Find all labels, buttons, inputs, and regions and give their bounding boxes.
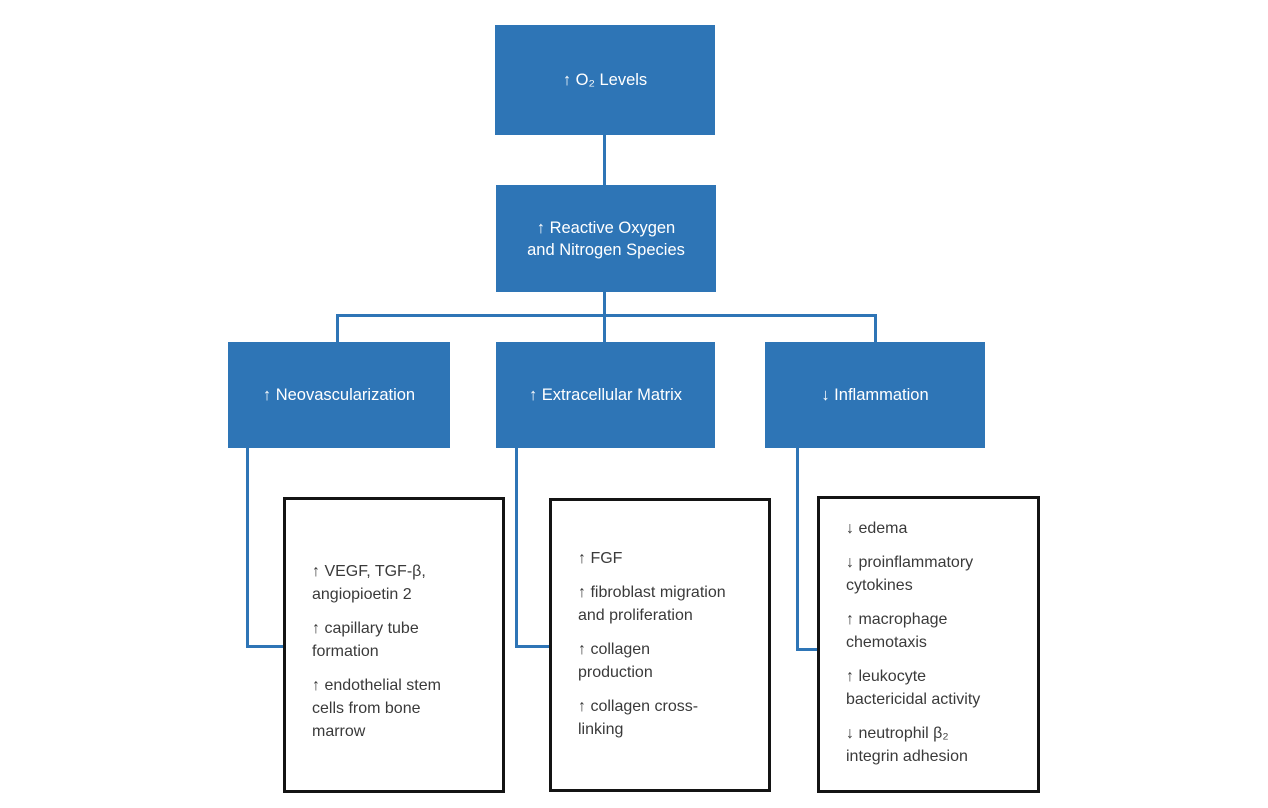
- detail-item: ↑ FGF: [578, 550, 623, 567]
- detail-item: ↑ collagen production: [578, 641, 653, 681]
- node-extracellular-matrix: ↑ Extracellular Matrix: [496, 342, 715, 448]
- connector-extracellular-horizontal: [515, 645, 551, 648]
- node-extracellular-matrix-label: ↑ Extracellular Matrix: [528, 386, 683, 404]
- node-neovascularization-label: ↑ Neovascularization: [262, 386, 416, 404]
- detail-item: ↑ collagen cross- linking: [578, 698, 699, 738]
- node-inflammation: ↓ Inflammation: [765, 342, 985, 448]
- connector-inflammation-horizontal: [796, 648, 820, 651]
- detail-item: ↑ endothelial stem cells from bone marro…: [312, 677, 441, 740]
- detail-item: ↑ capillary tube formation: [312, 620, 419, 660]
- detail-item: ↑ fibroblast migration and proliferation: [578, 584, 726, 624]
- detail-box-neovascularization: ↑ VEGF, TGF-β, angiopioetin 2 ↑ capillar…: [283, 497, 505, 793]
- connector-inflammation-vertical: [796, 448, 799, 651]
- detail-box-extracellular-matrix: ↑ FGF ↑ fibroblast migration and prolife…: [549, 498, 771, 792]
- detail-box-inflammation: ↓ edema ↓ proinflammatory cytokines ↑ ma…: [817, 496, 1040, 793]
- node-inflammation-label: ↓ Inflammation: [821, 386, 929, 404]
- connector-drop-right: [874, 314, 877, 344]
- node-o2-levels: ↑ O₂ Levels: [495, 25, 715, 135]
- detail-item: ↓ edema: [846, 520, 908, 537]
- connector-neovascularization-vertical: [246, 448, 249, 648]
- node-ros-label: ↑ Reactive Oxygen and Nitrogen Species: [527, 218, 685, 259]
- detail-item: ↑ macrophage chemotaxis: [846, 611, 948, 651]
- node-o2-levels-label: ↑ O₂ Levels: [562, 71, 648, 89]
- node-reactive-oxygen-nitrogen-species: ↑ Reactive Oxygen and Nitrogen Species: [496, 185, 716, 292]
- connector-branch-bar: [336, 314, 877, 317]
- detail-item: ↑ VEGF, TGF-β, angiopioetin 2: [312, 563, 426, 603]
- detail-item: ↓ neutrophil β₂ integrin adhesion: [846, 725, 968, 765]
- connector-ros-to-branch-bar: [603, 292, 606, 344]
- connector-root-to-ros: [603, 135, 606, 185]
- node-neovascularization: ↑ Neovascularization: [228, 342, 450, 448]
- connector-neovascularization-horizontal: [246, 645, 284, 648]
- connector-extracellular-vertical: [515, 448, 518, 648]
- detail-item: ↓ proinflammatory cytokines: [846, 554, 974, 594]
- detail-item: ↑ leukocyte bactericidal activity: [846, 668, 981, 708]
- connector-drop-left: [336, 314, 339, 344]
